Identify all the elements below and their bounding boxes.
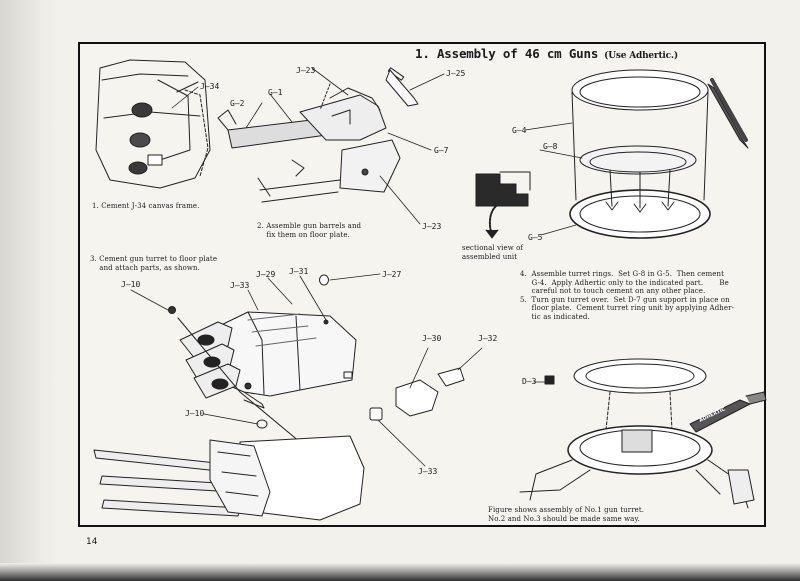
- label-g2: G–2: [230, 99, 245, 108]
- label-j30: J–30: [422, 334, 442, 343]
- label-j27: J–27: [382, 270, 402, 279]
- label-g4: G–4: [512, 126, 527, 135]
- page-number: 14: [86, 537, 98, 547]
- page-left-bleed: [0, 0, 58, 581]
- label-j33-top: J–33: [230, 281, 250, 290]
- label-j25: J–25: [446, 69, 466, 78]
- title-note: (Use Adhertic.): [604, 51, 678, 61]
- label-j10-top: J–10: [121, 280, 141, 289]
- label-j29: J–29: [256, 270, 276, 279]
- step2-gun-barrel-illustration: [217, 67, 419, 203]
- label-g7: G–7: [434, 146, 449, 155]
- page-title: 1. Assembly of 46 cm Guns (Use Adhertic.): [415, 46, 678, 61]
- bottom-right-turret-illustration: [519, 358, 767, 509]
- step3-turret-illustration: [168, 274, 465, 443]
- label-j31: J–31: [289, 267, 309, 276]
- caption-step4-5: 4. Assemble turret rings. Set G-8 in G-5…: [520, 270, 735, 321]
- caption-figure-note: Figure shows assembly of No.1 gun turret…: [488, 506, 645, 523]
- label-j10-low: J–10: [185, 409, 205, 418]
- title-text: 1. Assembly of 46 cm Guns: [415, 46, 599, 61]
- label-j34: J–34: [200, 82, 220, 91]
- label-j23-top: J–23: [296, 66, 316, 75]
- caption-step3: 3. Cement gun turret to floor plate and …: [90, 255, 218, 272]
- page-bottom-edge: [0, 563, 800, 581]
- step1-turret-illustration: [95, 59, 211, 189]
- section-view-illustration: [475, 171, 531, 239]
- label-g5: G–5: [528, 233, 543, 242]
- label-j23-mid: J–23: [422, 222, 442, 231]
- turret-ring-illustration: [569, 69, 749, 239]
- caption-section-view: sectional view of assembled unit: [462, 244, 524, 261]
- label-g8: G–8: [543, 142, 558, 151]
- label-j33-low: J–33: [418, 467, 438, 476]
- bottom-left-guns-illustration: [93, 435, 365, 521]
- leader-lines: [130, 67, 583, 467]
- label-j32: J–32: [478, 334, 498, 343]
- label-d3: D–3: [522, 377, 537, 386]
- caption-step2: 2. Assemble gun barrels and fix them on …: [257, 222, 362, 239]
- label-g1: G–1: [268, 88, 283, 97]
- caption-step1: 1. Cement J-34 canvas frame.: [92, 202, 200, 210]
